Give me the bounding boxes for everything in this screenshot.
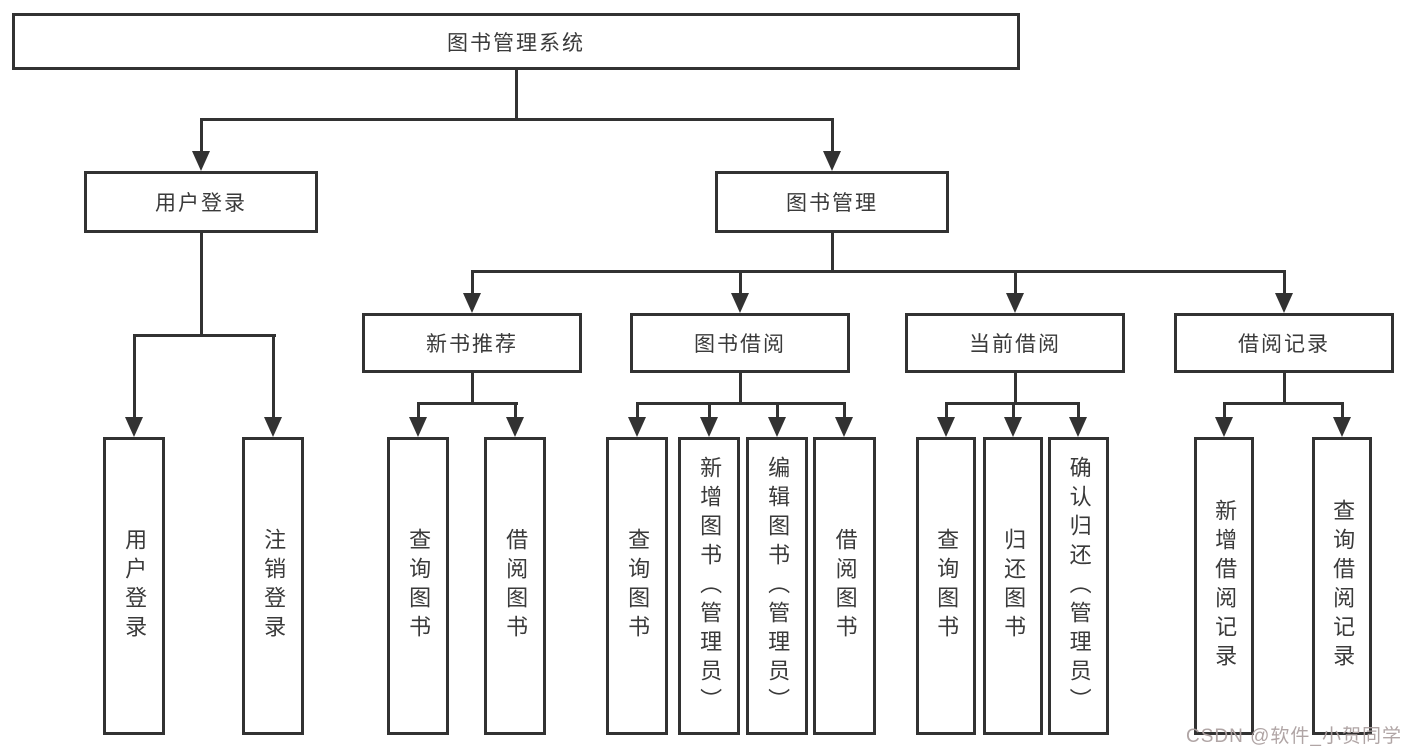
connector-to-leaf	[1223, 404, 1226, 419]
connector-root-stem	[515, 70, 518, 121]
arrow-down-icon	[937, 417, 955, 437]
leaf-query-books: 查询图书	[606, 437, 668, 735]
node-book-management: 图书管理	[715, 171, 949, 233]
connector-level3-rail	[471, 270, 1286, 273]
leaf-query-books: 查询图书	[916, 437, 976, 735]
arrow-down-icon	[700, 417, 718, 437]
connector-to-user-login	[200, 120, 203, 153]
connector-to-leaf	[1341, 404, 1344, 419]
leaf-confirm-return-admin: 确认归还（管理员）	[1048, 437, 1109, 735]
node-new-book-recommend: 新书推荐	[362, 313, 582, 373]
connector-level2-rail	[200, 118, 834, 121]
connector-to-leaf	[1012, 404, 1015, 419]
arrow-down-icon	[192, 151, 210, 171]
arrow-down-icon	[1215, 417, 1233, 437]
connector-to-borrow-records	[1283, 271, 1286, 295]
arrow-down-icon	[125, 417, 143, 437]
connector-borrow-records-stem	[1283, 373, 1286, 404]
arrow-down-icon	[1006, 293, 1024, 313]
connector-to-leaf	[843, 404, 846, 419]
connector-book-borrow-rail	[636, 402, 846, 405]
connector-to-book-borrow	[739, 271, 742, 295]
connector-to-leaf	[417, 404, 420, 419]
connector-user-login-stem	[200, 233, 203, 336]
leaf-borrow-books: 借阅图书	[484, 437, 546, 735]
arrow-down-icon	[835, 417, 853, 437]
node-label: 图书管理系统	[447, 31, 585, 55]
connector-to-leaf	[1077, 404, 1080, 419]
connector-to-leaf	[945, 404, 948, 419]
connector-to-leaf	[776, 404, 779, 419]
connector-new-book-recommend-stem	[471, 373, 474, 404]
connector-to-new-book-recommend	[471, 271, 474, 295]
connector-to-leaf-logout	[272, 336, 275, 419]
leaf-edit-book-admin: 编辑图书（管理员）	[746, 437, 808, 735]
arrow-down-icon	[506, 417, 524, 437]
connector-new-book-recommend-rail	[417, 402, 518, 405]
connector-to-leaf	[636, 404, 639, 419]
leaf-user-login: 用户登录	[103, 437, 165, 735]
arrow-down-icon	[409, 417, 427, 437]
node-current-borrow: 当前借阅	[905, 313, 1125, 373]
arrow-down-icon	[264, 417, 282, 437]
node-book-borrow: 图书借阅	[630, 313, 850, 373]
connector-borrow-records-rail	[1223, 402, 1344, 405]
arrow-down-icon	[463, 293, 481, 313]
connector-to-leaf	[708, 404, 711, 419]
connector-current-borrow-rail	[945, 402, 1080, 405]
leaf-logout: 注销登录	[242, 437, 304, 735]
arrow-down-icon	[731, 293, 749, 313]
connector-to-leaf-user-login	[133, 336, 136, 419]
node-label: 借阅记录	[1238, 333, 1330, 356]
node-user-login: 用户登录	[84, 171, 318, 233]
leaf-query-books: 查询图书	[387, 437, 449, 735]
leaf-add-book-admin: 新增图书（管理员）	[678, 437, 740, 735]
csdn-watermark: CSDN @软件_小贺同学	[1186, 726, 1402, 747]
connector-user-login-rail	[133, 334, 276, 337]
connector-to-leaf	[514, 404, 517, 419]
node-label: 用户登录	[155, 192, 247, 215]
leaf-add-borrow-record: 新增借阅记录	[1194, 437, 1254, 735]
connector-to-book-management	[831, 120, 834, 153]
leaf-borrow-books: 借阅图书	[813, 437, 876, 735]
leaf-return-books: 归还图书	[983, 437, 1043, 735]
connector-book-management-stem	[831, 233, 834, 273]
connector-book-borrow-stem	[739, 373, 742, 404]
node-label: 新书推荐	[426, 333, 518, 356]
arrow-down-icon	[768, 417, 786, 437]
node-label: 图书管理	[786, 192, 878, 215]
leaf-query-borrow-record: 查询借阅记录	[1312, 437, 1372, 735]
node-label: 图书借阅	[694, 333, 786, 356]
node-borrow-records: 借阅记录	[1174, 313, 1394, 373]
arrow-down-icon	[628, 417, 646, 437]
arrow-down-icon	[823, 151, 841, 171]
arrow-down-icon	[1004, 417, 1022, 437]
arrow-down-icon	[1333, 417, 1351, 437]
connector-current-borrow-stem	[1014, 373, 1017, 404]
node-label: 当前借阅	[969, 333, 1061, 356]
connector-to-current-borrow	[1014, 271, 1017, 295]
arrow-down-icon	[1069, 417, 1087, 437]
node-library-management-system: 图书管理系统	[12, 13, 1020, 70]
arrow-down-icon	[1275, 293, 1293, 313]
